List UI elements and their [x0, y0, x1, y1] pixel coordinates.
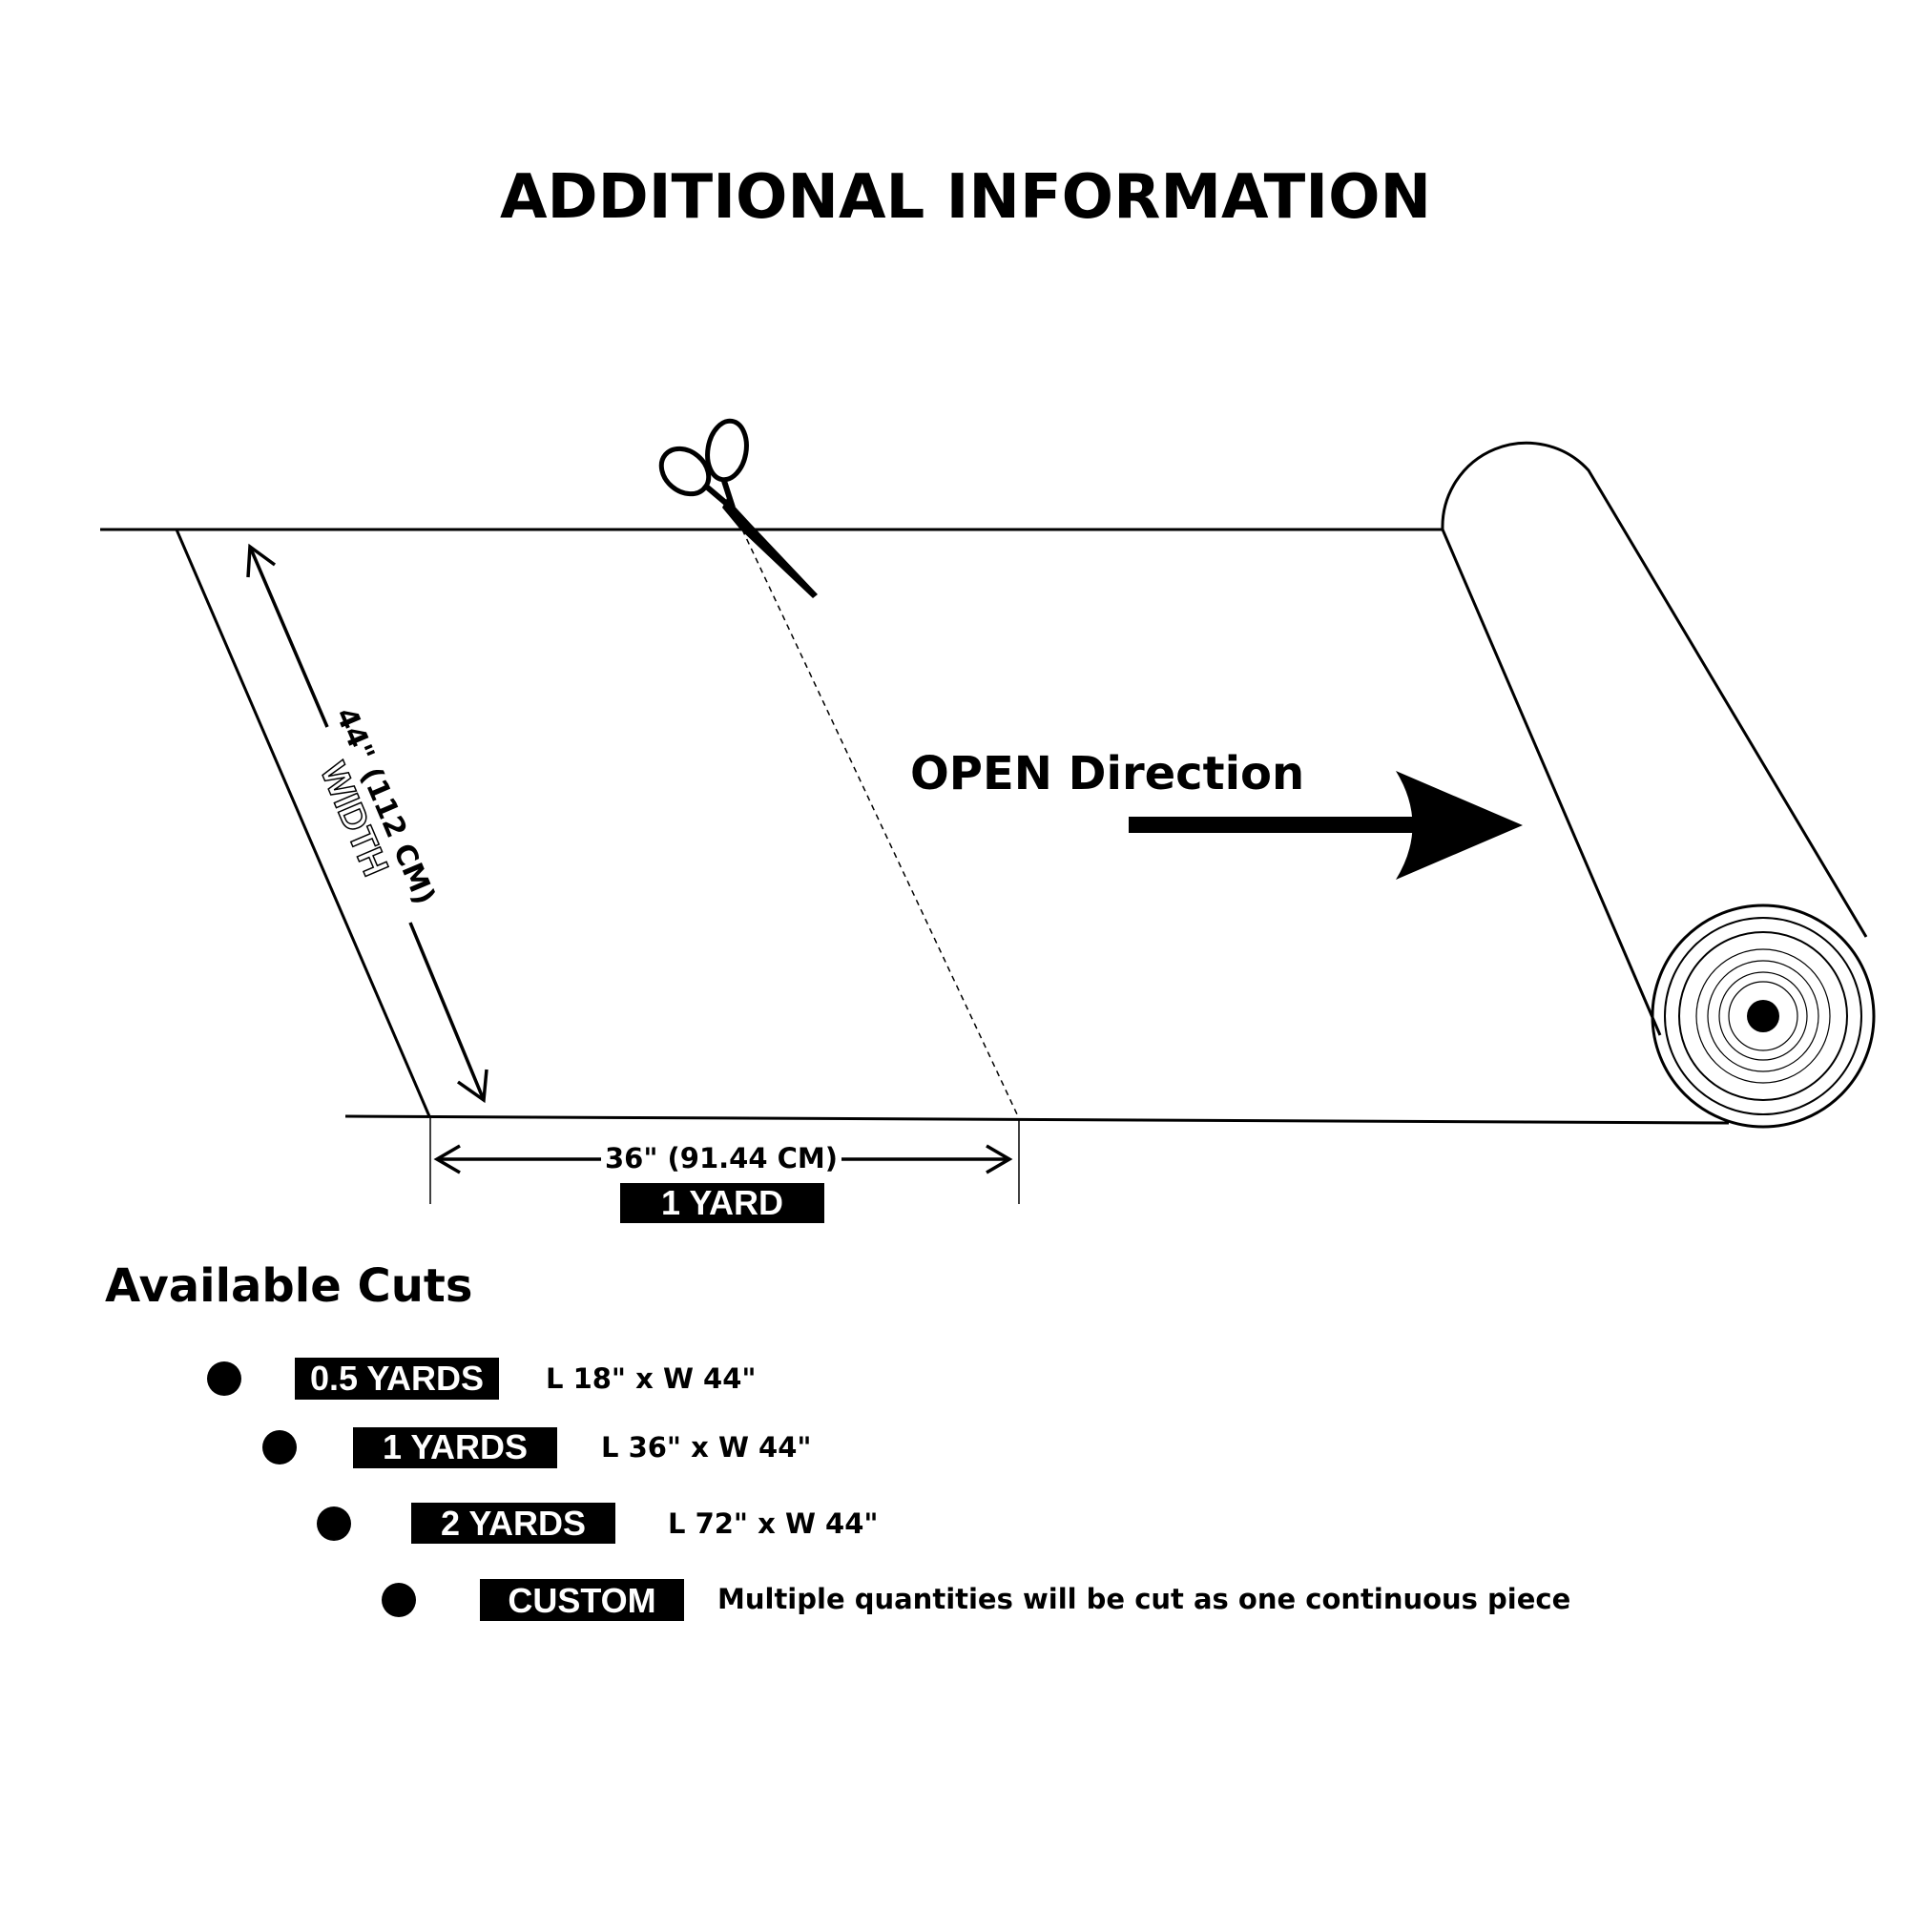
cut-detail: L 72" x W 44" [668, 1507, 879, 1540]
bullet-dot-icon [317, 1506, 351, 1541]
cut-badge-bg [353, 1427, 557, 1468]
length-dimension [429, 1118, 1020, 1204]
cut-badge-bg [295, 1358, 499, 1400]
cut-option-1: 1 YARDS L 36" x W 44" [262, 1427, 812, 1468]
width-dimension-arrow [246, 543, 488, 1104]
cut-badge-label: 1 YARDS [383, 1427, 528, 1466]
length-measure-label: 36" (91.44 CM) [605, 1142, 838, 1174]
arrow-right-icon [1129, 771, 1523, 880]
cut-option-3: CUSTOM Multiple quantities will be cut a… [382, 1579, 1570, 1621]
page-title: ADDITIONAL INFORMATION [500, 162, 1431, 233]
cut-badge-bg [480, 1579, 684, 1621]
bullet-dot-icon [382, 1583, 416, 1617]
cut-badge-label: CUSTOM [508, 1581, 655, 1620]
cut-detail: L 18" x W 44" [546, 1362, 757, 1395]
cut-option-2: 2 YARDS L 72" x W 44" [317, 1503, 879, 1544]
cut-option-0: 0.5 YARDS L 18" x W 44" [207, 1358, 757, 1400]
length-badge-label: 1 YARD [661, 1183, 783, 1222]
cut-badge-label: 2 YARDS [441, 1504, 586, 1543]
length-badge-bg [620, 1183, 824, 1223]
open-direction-label: OPEN Direction [910, 747, 1304, 800]
bullet-dot-icon [207, 1361, 241, 1396]
bullet-dot-icon [262, 1430, 297, 1465]
cut-badge-label: 0.5 YARDS [310, 1359, 484, 1398]
fabric-roll-icon [1441, 441, 1876, 1129]
available-cuts-heading: Available Cuts [105, 1259, 472, 1313]
sheet-bottom-edge [344, 1114, 1730, 1125]
sheet-left-edge [175, 529, 431, 1117]
cut-detail: L 36" x W 44" [601, 1431, 812, 1464]
scissors-icon [658, 418, 818, 598]
cut-detail: Multiple quantities will be cut as one c… [717, 1583, 1570, 1615]
fabric-sheet [100, 528, 1730, 1125]
cut-badge-bg [411, 1503, 615, 1544]
cut-line [741, 529, 1019, 1117]
